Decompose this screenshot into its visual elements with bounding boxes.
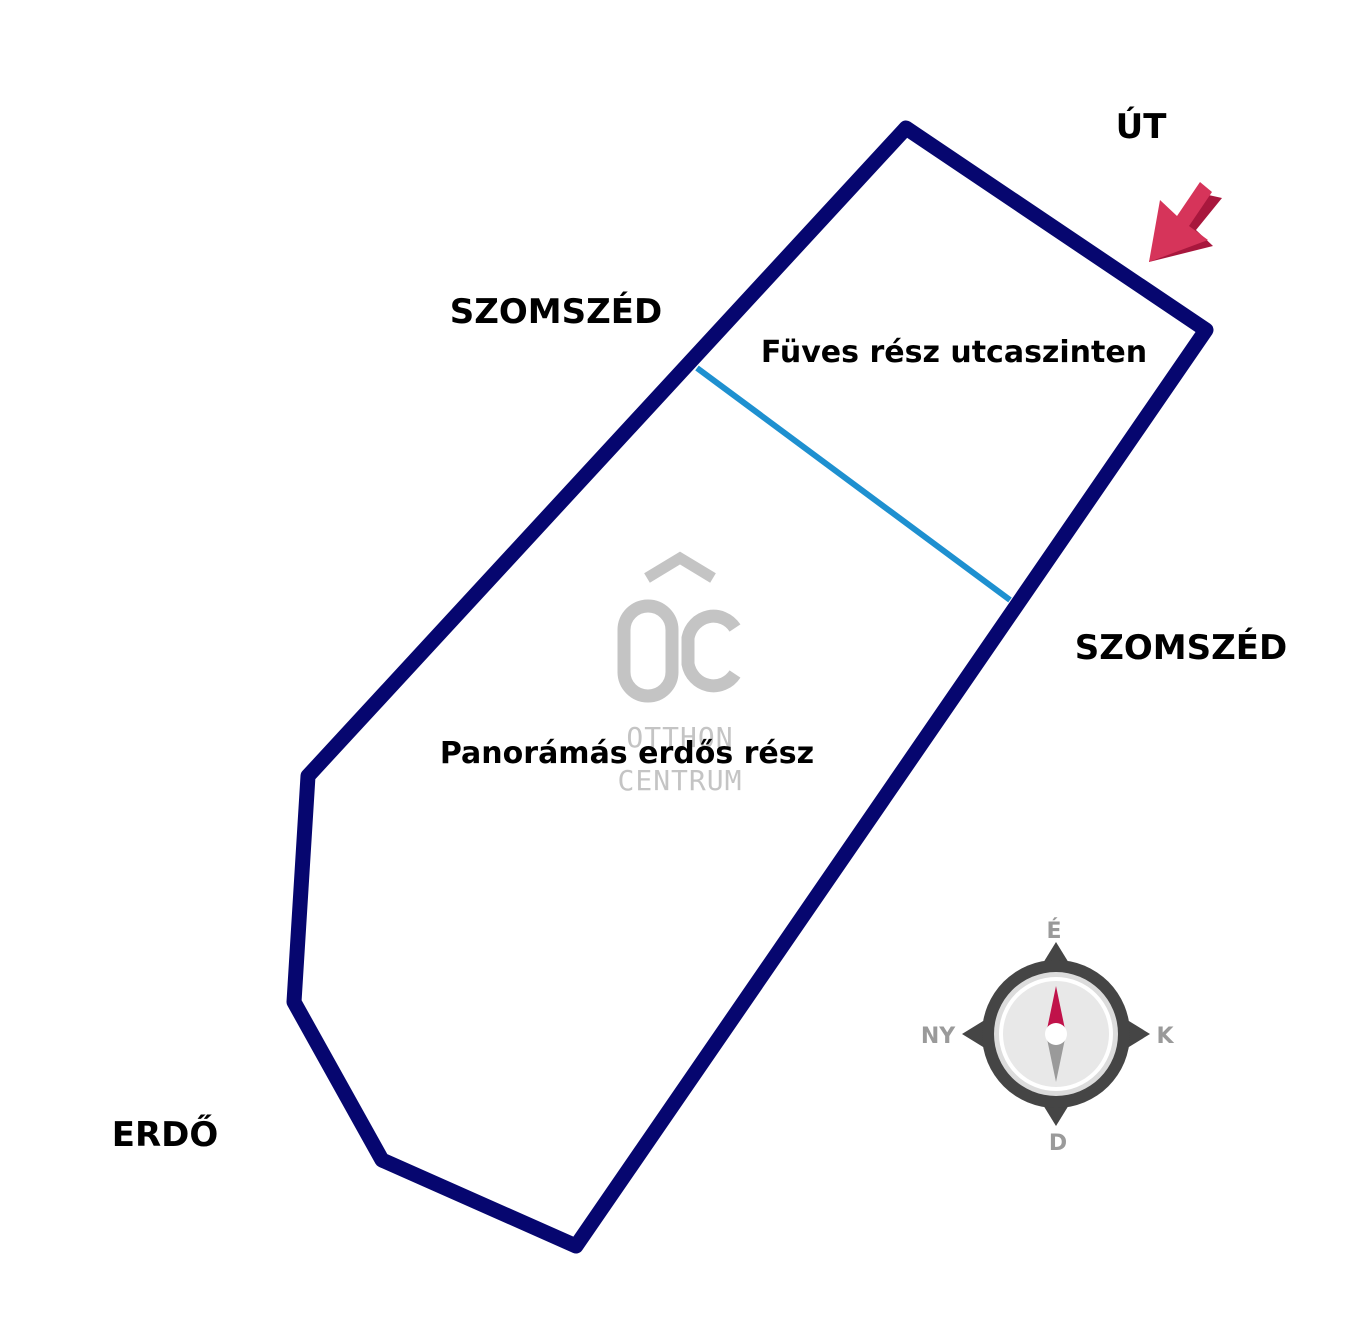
logo-text-line1: OTTHON bbox=[626, 721, 733, 754]
compass-point-west bbox=[962, 1018, 988, 1050]
compass-icon: É D K NY bbox=[921, 918, 1175, 1156]
logo-text-line2: CENTRUM bbox=[617, 764, 742, 797]
logo-letter-c bbox=[681, 609, 741, 693]
area-divider-line bbox=[695, 365, 1012, 603]
compass-letter-south: D bbox=[1049, 1131, 1067, 1156]
compass-letter-west: NY bbox=[921, 1024, 956, 1049]
compass-needle-south bbox=[1046, 1034, 1066, 1082]
forest-area-label: Panorámás erdős rész bbox=[440, 736, 814, 771]
forest-label: ERDŐ bbox=[112, 1114, 219, 1155]
compass-point-east bbox=[1124, 1018, 1150, 1050]
logo-hat bbox=[644, 551, 716, 583]
compass-pivot bbox=[1045, 1023, 1067, 1045]
neighbor-right-label: SZOMSZÉD bbox=[1075, 627, 1287, 668]
arrow-body bbox=[1149, 182, 1212, 262]
grassy-area-label: Füves rész utcaszinten bbox=[761, 335, 1147, 370]
road-label: ÚT bbox=[1116, 106, 1168, 147]
compass-needle-north bbox=[1046, 986, 1066, 1034]
compass-letter-north: É bbox=[1046, 918, 1061, 944]
arrow-down-left-icon bbox=[1149, 182, 1222, 262]
compass-letter-east: K bbox=[1156, 1024, 1174, 1049]
plot-boundary bbox=[286, 120, 1214, 1254]
logo-letter-o bbox=[617, 599, 679, 703]
neighbor-left-label: SZOMSZÉD bbox=[450, 291, 662, 332]
otthon-centrum-logo: OTTHON CENTRUM bbox=[617, 551, 742, 797]
